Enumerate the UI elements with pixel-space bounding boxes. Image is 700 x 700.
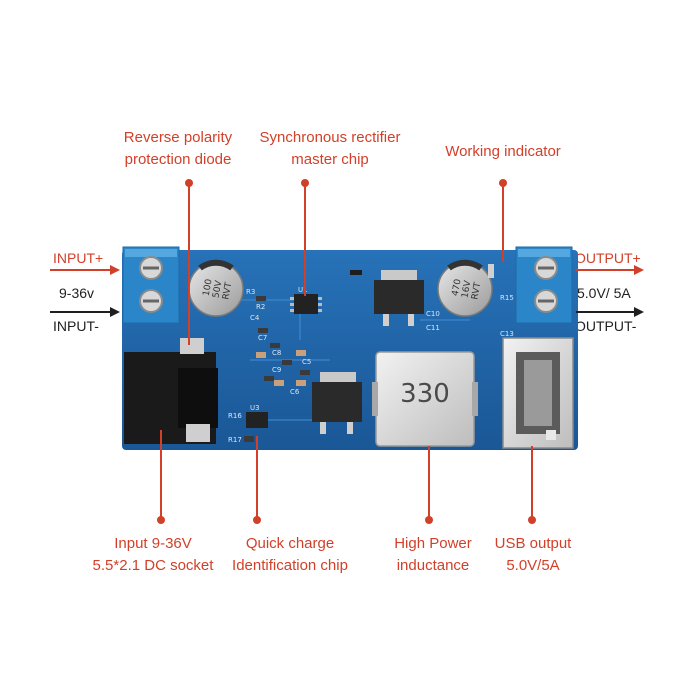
silk-label: R15 <box>500 294 514 302</box>
silk-label: C5 <box>302 358 311 366</box>
dc-barrel-jack <box>124 338 218 444</box>
silk-label: R17 <box>228 436 242 444</box>
silk-label: C9 <box>272 366 281 374</box>
label-sync-rectifier: Synchronous rectifier master chip <box>245 127 415 171</box>
silk-label: C7 <box>258 334 267 342</box>
smd-components <box>256 264 494 381</box>
silk-label: C10 <box>426 310 440 318</box>
silk-label: R16 <box>228 412 242 420</box>
cap-right-voltage: 16V <box>461 279 474 299</box>
label-line: Identification chip <box>232 557 348 574</box>
quick-charge-chip <box>246 412 268 428</box>
cap-left-brand: RVT <box>221 281 234 300</box>
power-inductor: 330 <box>372 351 478 447</box>
callout-lines <box>160 183 533 520</box>
input-plus-arrow <box>50 265 120 275</box>
label-line: Reverse polarity <box>123 129 233 146</box>
cap-left-value: 100 <box>202 278 215 297</box>
chip-pins <box>290 297 322 312</box>
silkscreen: R3 R2 C4 U1 C7 C8 C9 C5 C6 C10 C11 R15 R… <box>228 286 514 444</box>
input-capacitor: 100 50V RVT <box>188 259 244 317</box>
label-line: master chip <box>291 151 369 168</box>
silk-label: C8 <box>272 349 281 357</box>
input-minus-label: INPUT- <box>53 318 99 334</box>
inductor-code: 330 <box>400 379 450 409</box>
label-line: Synchronous rectifier <box>259 129 401 146</box>
silk-label: U1 <box>298 286 308 294</box>
label-inductance: High Power inductance <box>378 533 488 577</box>
top-mosfet <box>374 270 424 326</box>
label-line: Input 9-36V <box>114 535 192 552</box>
silk-label: C4 <box>250 314 260 322</box>
silk-label: C11 <box>426 324 440 332</box>
label-line: USB output <box>494 535 572 552</box>
label-line: 5.5*2.1 DC socket <box>92 557 214 574</box>
cap-right-brand: RVT <box>470 281 483 300</box>
output-plus-arrow <box>576 265 644 275</box>
silk-label: R3 <box>246 288 255 296</box>
sync-rectifier-chip <box>294 294 318 314</box>
smd-resistor <box>244 436 254 442</box>
label-line: Quick charge <box>245 535 335 552</box>
output-plus-label: OUTPUT+ <box>575 250 641 266</box>
silk-label: C6 <box>290 388 300 396</box>
label-working-indicator: Working indicator <box>428 141 578 163</box>
label-reverse-polarity: Reverse polarity protection diode <box>103 127 253 171</box>
cap-right-value: 470 <box>451 278 464 297</box>
label-line: 5.0V/5A <box>506 557 560 574</box>
label-line: Working indicator <box>445 143 561 160</box>
silk-label: C13 <box>500 330 514 338</box>
label-line: inductance <box>396 557 470 574</box>
input-minus-arrow <box>50 307 120 317</box>
label-input-socket: Input 9-36V 5.5*2.1 DC socket <box>74 533 232 577</box>
label-quick-charge: Quick charge Identification chip <box>210 533 370 577</box>
output-capacitor: 470 16V RVT <box>437 259 493 317</box>
input-terminal-block <box>122 246 180 324</box>
output-terminal-block <box>515 246 573 324</box>
cap-left-voltage: 50V <box>212 279 225 299</box>
output-minus-arrow <box>576 307 644 317</box>
ceramic-caps <box>256 350 306 386</box>
input-range-label: 9-36v <box>59 285 95 301</box>
label-usb-output: USB output 5.0V/5A <box>478 533 588 577</box>
output-range-label: 5.0V/ 5A <box>577 285 631 301</box>
middle-mosfet <box>312 372 362 434</box>
callout-dots <box>157 179 536 524</box>
input-plus-label: INPUT+ <box>53 250 104 266</box>
usb-port <box>502 337 574 449</box>
silk-label: U3 <box>250 404 260 412</box>
output-minus-label: OUTPUT- <box>575 318 637 334</box>
label-line: High Power <box>394 535 472 552</box>
label-line: protection diode <box>124 151 232 168</box>
silk-label: R2 <box>256 303 265 311</box>
